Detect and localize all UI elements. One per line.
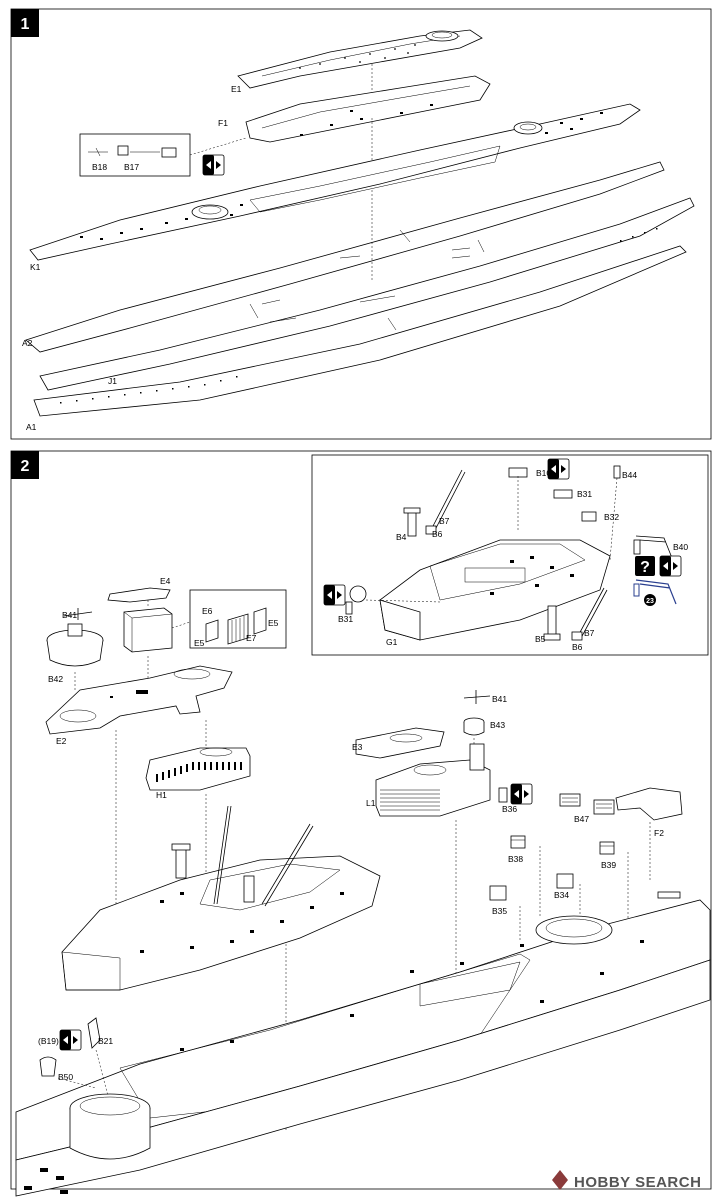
part-h1-grating <box>145 747 251 791</box>
label-b31-left: B31 <box>338 614 353 624</box>
label-e6: E6 <box>202 606 213 616</box>
label-b43: B43 <box>490 720 505 730</box>
label-b6-bottom: B6 <box>572 642 583 652</box>
label-b6-top: B6 <box>432 529 443 539</box>
label-b38: B38 <box>508 854 523 864</box>
label-b5: B5 <box>535 634 546 644</box>
part-e-box <box>123 600 173 690</box>
part-aft-barbette <box>24 1093 151 1194</box>
part-small-plate <box>657 891 681 899</box>
part-l1-superstructure <box>375 743 491 817</box>
label-b42: B42 <box>48 674 63 684</box>
label-b31-top: B31 <box>577 489 592 499</box>
label-b41-right: B41 <box>492 694 507 704</box>
label-b47: B47 <box>574 814 589 824</box>
inset-g1-assembly <box>311 454 709 656</box>
part-e4 <box>107 587 171 603</box>
callout-step-number: 23 <box>646 598 654 605</box>
label-b41-left: B41 <box>62 610 77 620</box>
part-j1-hull <box>25 161 695 391</box>
label-b44: B44 <box>622 470 637 480</box>
step-1-badge <box>11 9 39 37</box>
part-e2-deck <box>45 665 233 735</box>
label-l1: L1 <box>366 798 376 808</box>
label-b7-top: B7 <box>439 516 450 526</box>
label-j1: J1 <box>108 376 117 386</box>
label-b35: B35 <box>492 906 507 916</box>
label-b40: B40 <box>673 542 688 552</box>
mirror-b10-icon <box>547 458 570 480</box>
part-b35 <box>489 885 507 901</box>
label-e5-right: E5 <box>268 618 279 628</box>
part-b38 <box>510 835 526 849</box>
mirror-b40-icon <box>659 555 682 577</box>
label-b34: B34 <box>554 890 569 900</box>
label-h1: H1 <box>156 790 167 800</box>
label-e2: E2 <box>56 736 67 746</box>
step-2-panel: 2 <box>10 450 712 1197</box>
step-2-number: 2 <box>21 458 30 475</box>
label-b10: B10 <box>536 468 551 478</box>
label-b19: (B19) <box>38 1036 59 1046</box>
inset-e5-e6-e7 <box>171 589 287 649</box>
part-k1-main-deck <box>29 103 641 261</box>
callout-crane-step-23: 23 <box>633 579 677 606</box>
question-icon: ? <box>635 556 655 576</box>
label-b32: B32 <box>604 512 619 522</box>
label-e4: E4 <box>160 576 171 586</box>
part-f1-deck <box>245 75 491 143</box>
watermark-text: HOBBY SEARCH <box>574 1174 701 1191</box>
part-main-hull <box>15 899 711 1197</box>
mirror-parts-icon <box>202 154 225 176</box>
label-b7-bottom: B7 <box>584 628 595 638</box>
part-f2 <box>615 787 683 821</box>
part-b47 <box>559 793 615 815</box>
label-b18: B18 <box>92 162 107 172</box>
label-b39: B39 <box>601 860 616 870</box>
label-e1: E1 <box>231 84 242 94</box>
label-e7: E7 <box>246 633 257 643</box>
part-forward-superstructure <box>61 805 381 991</box>
inset-b18-b17 <box>79 133 247 177</box>
part-b39 <box>599 841 615 855</box>
part-b36 <box>498 787 508 803</box>
label-b21: B21 <box>98 1036 113 1046</box>
part-e3 <box>355 727 445 759</box>
part-b42-director <box>46 608 104 690</box>
part-b21 <box>87 1017 101 1049</box>
part-b43 <box>463 717 485 736</box>
mirror-b36-icon <box>510 783 533 805</box>
label-f2: F2 <box>654 828 664 838</box>
part-b41-right <box>463 690 491 704</box>
label-f1: F1 <box>218 118 228 128</box>
label-e5-left: E5 <box>194 638 205 648</box>
label-b17: B17 <box>124 162 139 172</box>
label-a2: A2 <box>22 338 33 348</box>
part-a1-hull <box>33 228 687 417</box>
step-1-number: 1 <box>21 16 30 33</box>
part-b34 <box>556 873 574 889</box>
part-b50 <box>39 1056 57 1077</box>
label-b36: B36 <box>502 804 517 814</box>
step-2-badge <box>11 451 39 479</box>
label-k1: K1 <box>30 262 41 272</box>
part-e1-deck <box>237 29 483 89</box>
step-1-panel: 1 E1 F1 <box>10 8 712 440</box>
label-b4: B4 <box>396 532 407 542</box>
label-g1: G1 <box>386 637 398 647</box>
label-b50: B50 <box>58 1072 73 1082</box>
mirror-b19-icon <box>59 1029 82 1051</box>
watermark: HOBBY SEARCH <box>552 1170 701 1191</box>
mirror-b31-icon <box>323 584 346 606</box>
svg-text:?: ? <box>640 559 650 576</box>
label-a1: A1 <box>26 422 37 432</box>
label-e3: E3 <box>352 742 363 752</box>
